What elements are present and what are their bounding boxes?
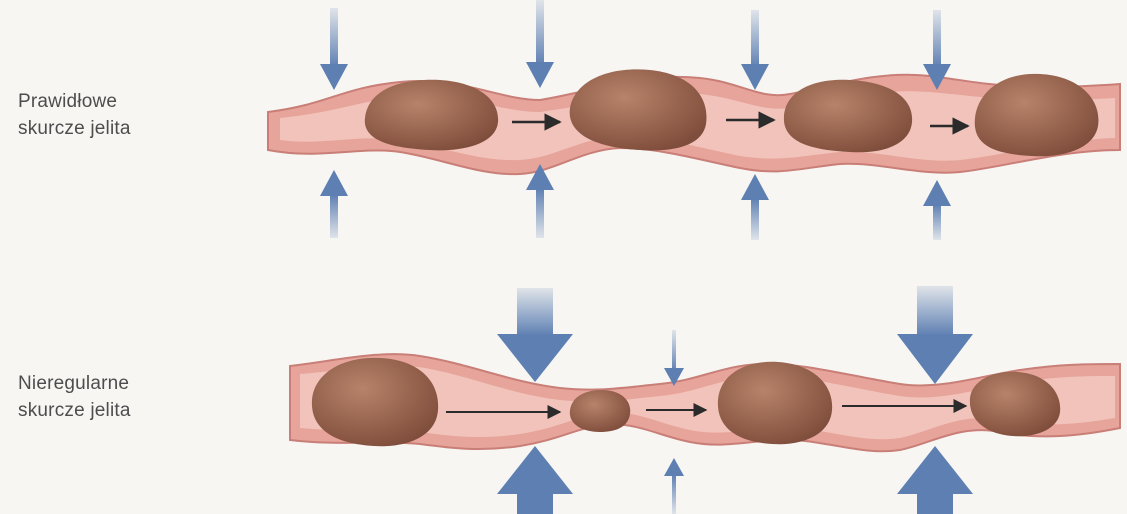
pressure-arrow-icon bbox=[897, 446, 973, 514]
pressure-arrow-icon bbox=[526, 164, 554, 238]
stool-irregular-2 bbox=[570, 390, 630, 432]
pressure-arrow-icon bbox=[741, 174, 769, 240]
stool-normal-2 bbox=[570, 69, 707, 150]
pressure-arrow-icon bbox=[497, 288, 573, 382]
intestine-irregular bbox=[290, 354, 1120, 451]
pressure-arrow-icon bbox=[664, 458, 684, 514]
stool-normal-1 bbox=[365, 80, 498, 151]
pressure-arrow-icon bbox=[897, 286, 973, 384]
intestine-normal bbox=[268, 69, 1120, 174]
pressure-arrow-icon bbox=[664, 330, 684, 386]
stool-normal-3 bbox=[784, 80, 912, 153]
pressure-arrow-icon bbox=[741, 10, 769, 90]
pressure-arrow-icon bbox=[320, 8, 348, 90]
stool-irregular-3 bbox=[718, 362, 832, 444]
pressure-arrow-icon bbox=[497, 446, 573, 514]
pressure-arrow-icon bbox=[320, 170, 348, 238]
stool-irregular-1 bbox=[312, 358, 438, 446]
pressure-arrow-icon bbox=[526, 0, 554, 88]
pressure-arrow-icon bbox=[923, 180, 951, 240]
